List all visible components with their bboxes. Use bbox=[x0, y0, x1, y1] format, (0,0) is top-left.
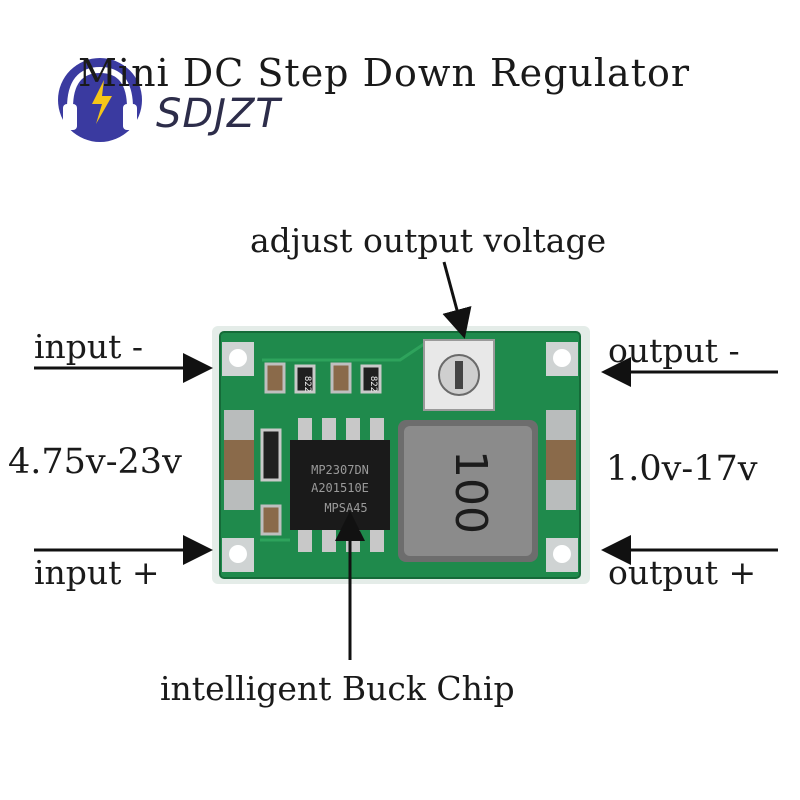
potentiometer bbox=[423, 339, 495, 411]
input-negative-label: input - bbox=[34, 327, 144, 366]
pad-input-pos bbox=[222, 538, 254, 572]
input-positive-label: input + bbox=[34, 553, 160, 592]
adjust-voltage-label: adjust output voltage bbox=[250, 221, 607, 260]
chip-marking-line-3: MPSA45 bbox=[324, 501, 367, 515]
output-positive-label: output + bbox=[608, 553, 757, 592]
smd-components bbox=[260, 362, 382, 536]
chip-marking-line-1: MP2307DN bbox=[311, 463, 369, 477]
output-voltage-range: 1.0v-17v bbox=[606, 449, 758, 489]
page-title: Mini DC Step Down Regulator bbox=[78, 51, 691, 95]
pad-output-pos bbox=[546, 538, 578, 572]
headphones-lightning-icon bbox=[58, 58, 142, 142]
pad-output-neg bbox=[546, 342, 578, 376]
output-capacitor bbox=[546, 410, 576, 510]
arrow-adjust bbox=[442, 261, 472, 339]
chip-marking-line-2: A201510E bbox=[311, 481, 369, 495]
input-capacitor bbox=[224, 410, 254, 510]
pad-input-neg bbox=[222, 342, 254, 376]
buck-chip-label: intelligent Buck Chip bbox=[160, 669, 515, 708]
resistor-marking-2: 822 bbox=[368, 376, 378, 392]
resistor-marking-1: 822 bbox=[302, 376, 312, 392]
output-negative-label: output - bbox=[608, 331, 740, 370]
inductor bbox=[398, 420, 538, 562]
inductor-marking: 100 bbox=[445, 450, 496, 534]
brand-name: SDJZT bbox=[156, 91, 281, 137]
input-voltage-range: 4.75v-23v bbox=[8, 442, 182, 482]
